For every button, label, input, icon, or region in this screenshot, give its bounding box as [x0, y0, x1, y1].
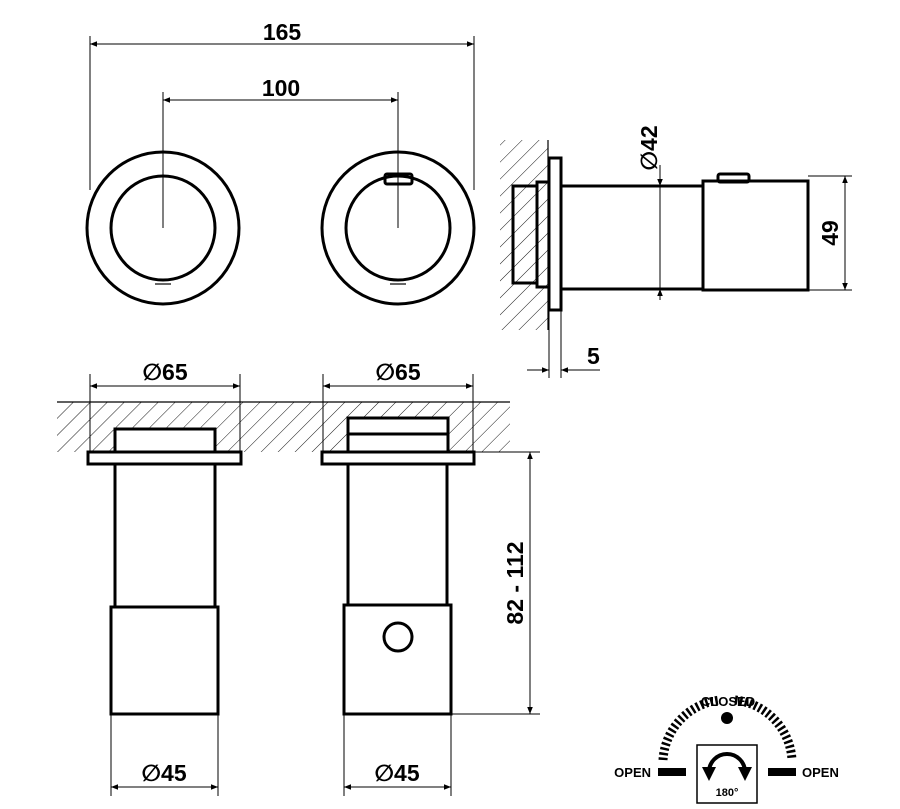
- dimension-plate-thickness: 5: [527, 310, 600, 378]
- dimension-label-depth-range: 82 - 112: [502, 541, 528, 624]
- open-left-label: OPEN: [614, 765, 651, 780]
- svg-text:∅45: ∅45: [374, 760, 419, 786]
- side-view: ∅42 49 5: [500, 125, 852, 378]
- open-left-marker: [658, 768, 686, 776]
- dimension-depth-range: 82 - 112: [451, 451, 540, 715]
- section-view: ∅65 ∅65: [57, 359, 540, 796]
- diameter-symbol: ∅: [141, 760, 161, 786]
- dimension-label-center-distance: 100: [262, 75, 300, 101]
- dimension-label-overall-width: 165: [263, 19, 302, 45]
- dimension-body-diameter-left: ∅45: [110, 714, 219, 796]
- svg-text:∅45: ∅45: [141, 760, 186, 786]
- dimension-plate-diameter-right: ∅65: [322, 359, 474, 452]
- right-knob-front: [320, 150, 476, 306]
- dimension-label-body-diameter-left: 45: [161, 760, 187, 786]
- dimension-label-body-diameter-right: 45: [394, 760, 420, 786]
- dimension-body-diameter-right: ∅45: [343, 714, 452, 796]
- diameter-symbol: ∅: [636, 151, 662, 171]
- svg-text:∅65: ∅65: [375, 359, 420, 385]
- dimension-label-body-height: 49: [817, 220, 843, 246]
- rotation-indicator: CLOSED OPEN OPEN 180°: [614, 694, 839, 804]
- dimension-overall-width: 165: [89, 19, 475, 190]
- dimension-label-handle-diameter: 42: [636, 125, 662, 151]
- dimension-plate-diameter-left: ∅65: [89, 359, 241, 452]
- dimension-body-height: 49: [808, 175, 852, 291]
- svg-text:∅65: ∅65: [142, 359, 187, 385]
- arc-right-icon: [734, 695, 797, 761]
- diameter-symbol: ∅: [374, 760, 394, 786]
- open-right-label: OPEN: [802, 765, 839, 780]
- dimension-label-plate-thickness: 5: [587, 343, 600, 369]
- diameter-symbol: ∅: [142, 359, 162, 385]
- diameter-symbol: ∅: [375, 359, 395, 385]
- closed-dot: [721, 712, 733, 724]
- open-right-marker: [768, 768, 796, 776]
- front-view: 165 100: [85, 19, 476, 306]
- dimension-handle-diameter: ∅42: [636, 125, 663, 300]
- dimension-center-distance: 100: [162, 75, 399, 228]
- dimension-label-plate-diameter-right: 65: [395, 359, 421, 385]
- angle-label: 180°: [716, 787, 739, 799]
- right-valve-section: [320, 416, 476, 716]
- dimension-label-plate-diameter-left: 65: [162, 359, 188, 385]
- rotate-arrow-icon: [707, 752, 747, 773]
- svg-text:∅42: ∅42: [636, 125, 662, 170]
- arc-left-icon: [658, 695, 721, 761]
- left-knob-front: [85, 150, 241, 306]
- left-valve-section: [86, 427, 243, 716]
